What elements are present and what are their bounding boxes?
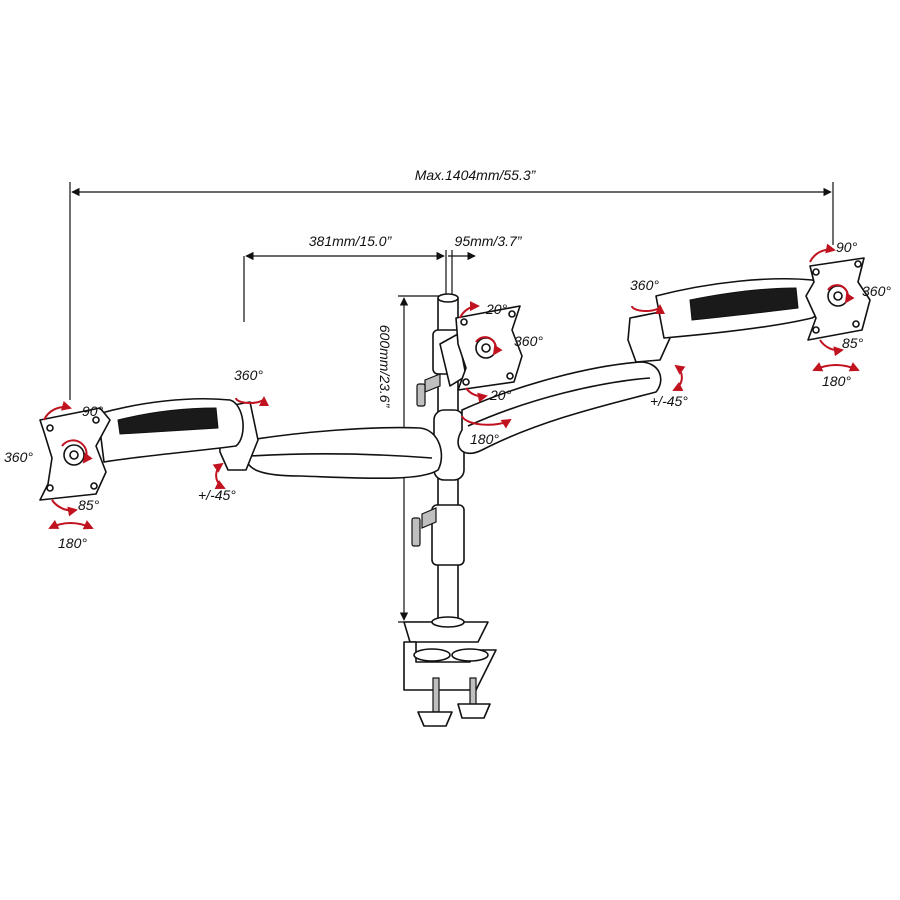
dimension-arm-offset: 381mm/15.0” [243,233,447,322]
left-tilt-down-label: 85° [78,497,100,513]
center-tilt-down-label: 20° [489,387,512,403]
left-rotate-label: 360° [4,449,33,465]
right-arm [457,278,824,455]
left-arm-joint-rotate-label: 360° [234,367,263,383]
right-tilt-down-label: 85° [842,335,864,351]
left-tilt-up-label: 90° [82,403,104,419]
center-rotate-label: 360° [514,333,543,349]
right-monitor-labels: 90° 360° 85° 180° [822,239,891,389]
desk-clamp [403,616,497,727]
pole-height-label: 600mm/23.6” [377,325,393,409]
right-swivel-label: 180° [822,373,851,389]
arm-offset-label: 381mm/15.0” [309,233,393,249]
left-swivel-label: 180° [58,535,87,551]
left-arm [97,398,443,480]
right-rotate-label: 360° [862,283,891,299]
left-arm-lift-label: +/-45° [198,487,236,503]
center-tilt-up-label: 20° [485,301,508,317]
right-vesa-plate [805,257,871,341]
left-arm-labels: 360° +/-45° [198,367,263,503]
right-arm-labels: 360° +/-45° [630,277,688,409]
center-swivel-label: 180° [470,431,499,447]
center-monitor-labels: 20° 360° 20° 180° [470,301,543,447]
right-tilt-up-label: 90° [836,239,858,255]
center-vesa-plate [439,305,523,391]
right-arm-lift-label: +/-45° [650,393,688,409]
right-arm-joint-rotate-label: 360° [630,277,659,293]
total-width-label: Max.1404mm/55.3” [415,167,537,183]
dimension-total-width: Max.1404mm/55.3” [69,167,834,400]
left-vesa-plate [39,407,111,501]
center-offset-label: 95mm/3.7” [455,233,523,249]
motion-arrows [43,243,860,530]
left-monitor-labels: 90° 360° 85° 180° [4,403,104,551]
